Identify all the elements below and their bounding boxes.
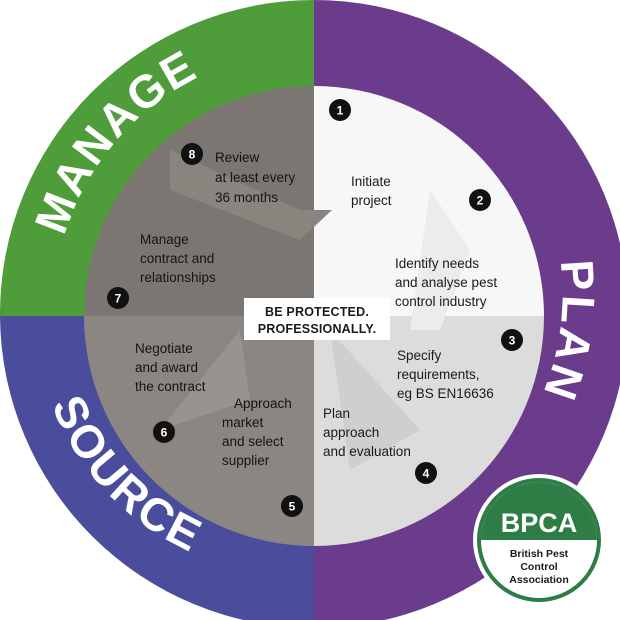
- svg-text:1: 1: [337, 104, 344, 118]
- step-initiate-text: Initiate project: [351, 174, 395, 208]
- svg-text:British Pest: British Pest: [510, 548, 569, 560]
- svg-text:PROFESSIONALLY.: PROFESSIONALLY.: [258, 322, 377, 336]
- step-badge-3: 3: [501, 329, 523, 351]
- svg-text:8: 8: [189, 148, 196, 162]
- center-slogan: BE PROTECTED. PROFESSIONALLY.: [244, 298, 390, 340]
- svg-text:Control: Control: [520, 561, 557, 573]
- step-negotiate-text: Negotiate and award the contract: [135, 341, 206, 394]
- quadrant-bottom-left: [84, 316, 314, 546]
- step-badge-5: 5: [281, 495, 303, 517]
- step-badge-4: 4: [415, 462, 437, 484]
- svg-text:4: 4: [423, 467, 430, 481]
- arrow-wedge-top: [170, 150, 332, 240]
- step-badge-6: 6: [153, 421, 175, 443]
- step-identify-text: Identify needs and analyse pest control …: [395, 256, 501, 309]
- arrow-wedge-right: [410, 190, 470, 330]
- svg-text:5: 5: [289, 500, 296, 514]
- svg-text:7: 7: [115, 292, 122, 306]
- step-plan-text: Plan approach and evaluation: [323, 406, 411, 459]
- step-manage-text: Manage contract and relationships: [140, 232, 218, 285]
- step-badge-2: 2: [469, 189, 491, 211]
- svg-text:2: 2: [477, 194, 484, 208]
- step-specify-text: Specify requirements, eg BS EN16636: [397, 348, 494, 401]
- quadrant-bottom-right: [314, 316, 544, 546]
- step-badge-7: 7: [107, 287, 129, 309]
- step-badge-1: 1: [329, 99, 351, 121]
- bpca-logo: BPCA British Pest Control Association: [473, 474, 605, 606]
- svg-text:3: 3: [509, 334, 516, 348]
- review-text: Review at least every 36 months: [215, 150, 299, 205]
- svg-text:BPCA: BPCA: [501, 508, 578, 538]
- svg-text:6: 6: [161, 426, 168, 440]
- arrow-wedge-bottom: [330, 330, 420, 470]
- svg-text:BE PROTECTED.: BE PROTECTED.: [265, 305, 369, 319]
- step-approach-text: Approach market and select supplier: [222, 396, 296, 468]
- svg-text:Association: Association: [509, 574, 569, 586]
- arrow-wedge-left: [160, 330, 250, 430]
- step-badge-8: 8: [181, 143, 203, 165]
